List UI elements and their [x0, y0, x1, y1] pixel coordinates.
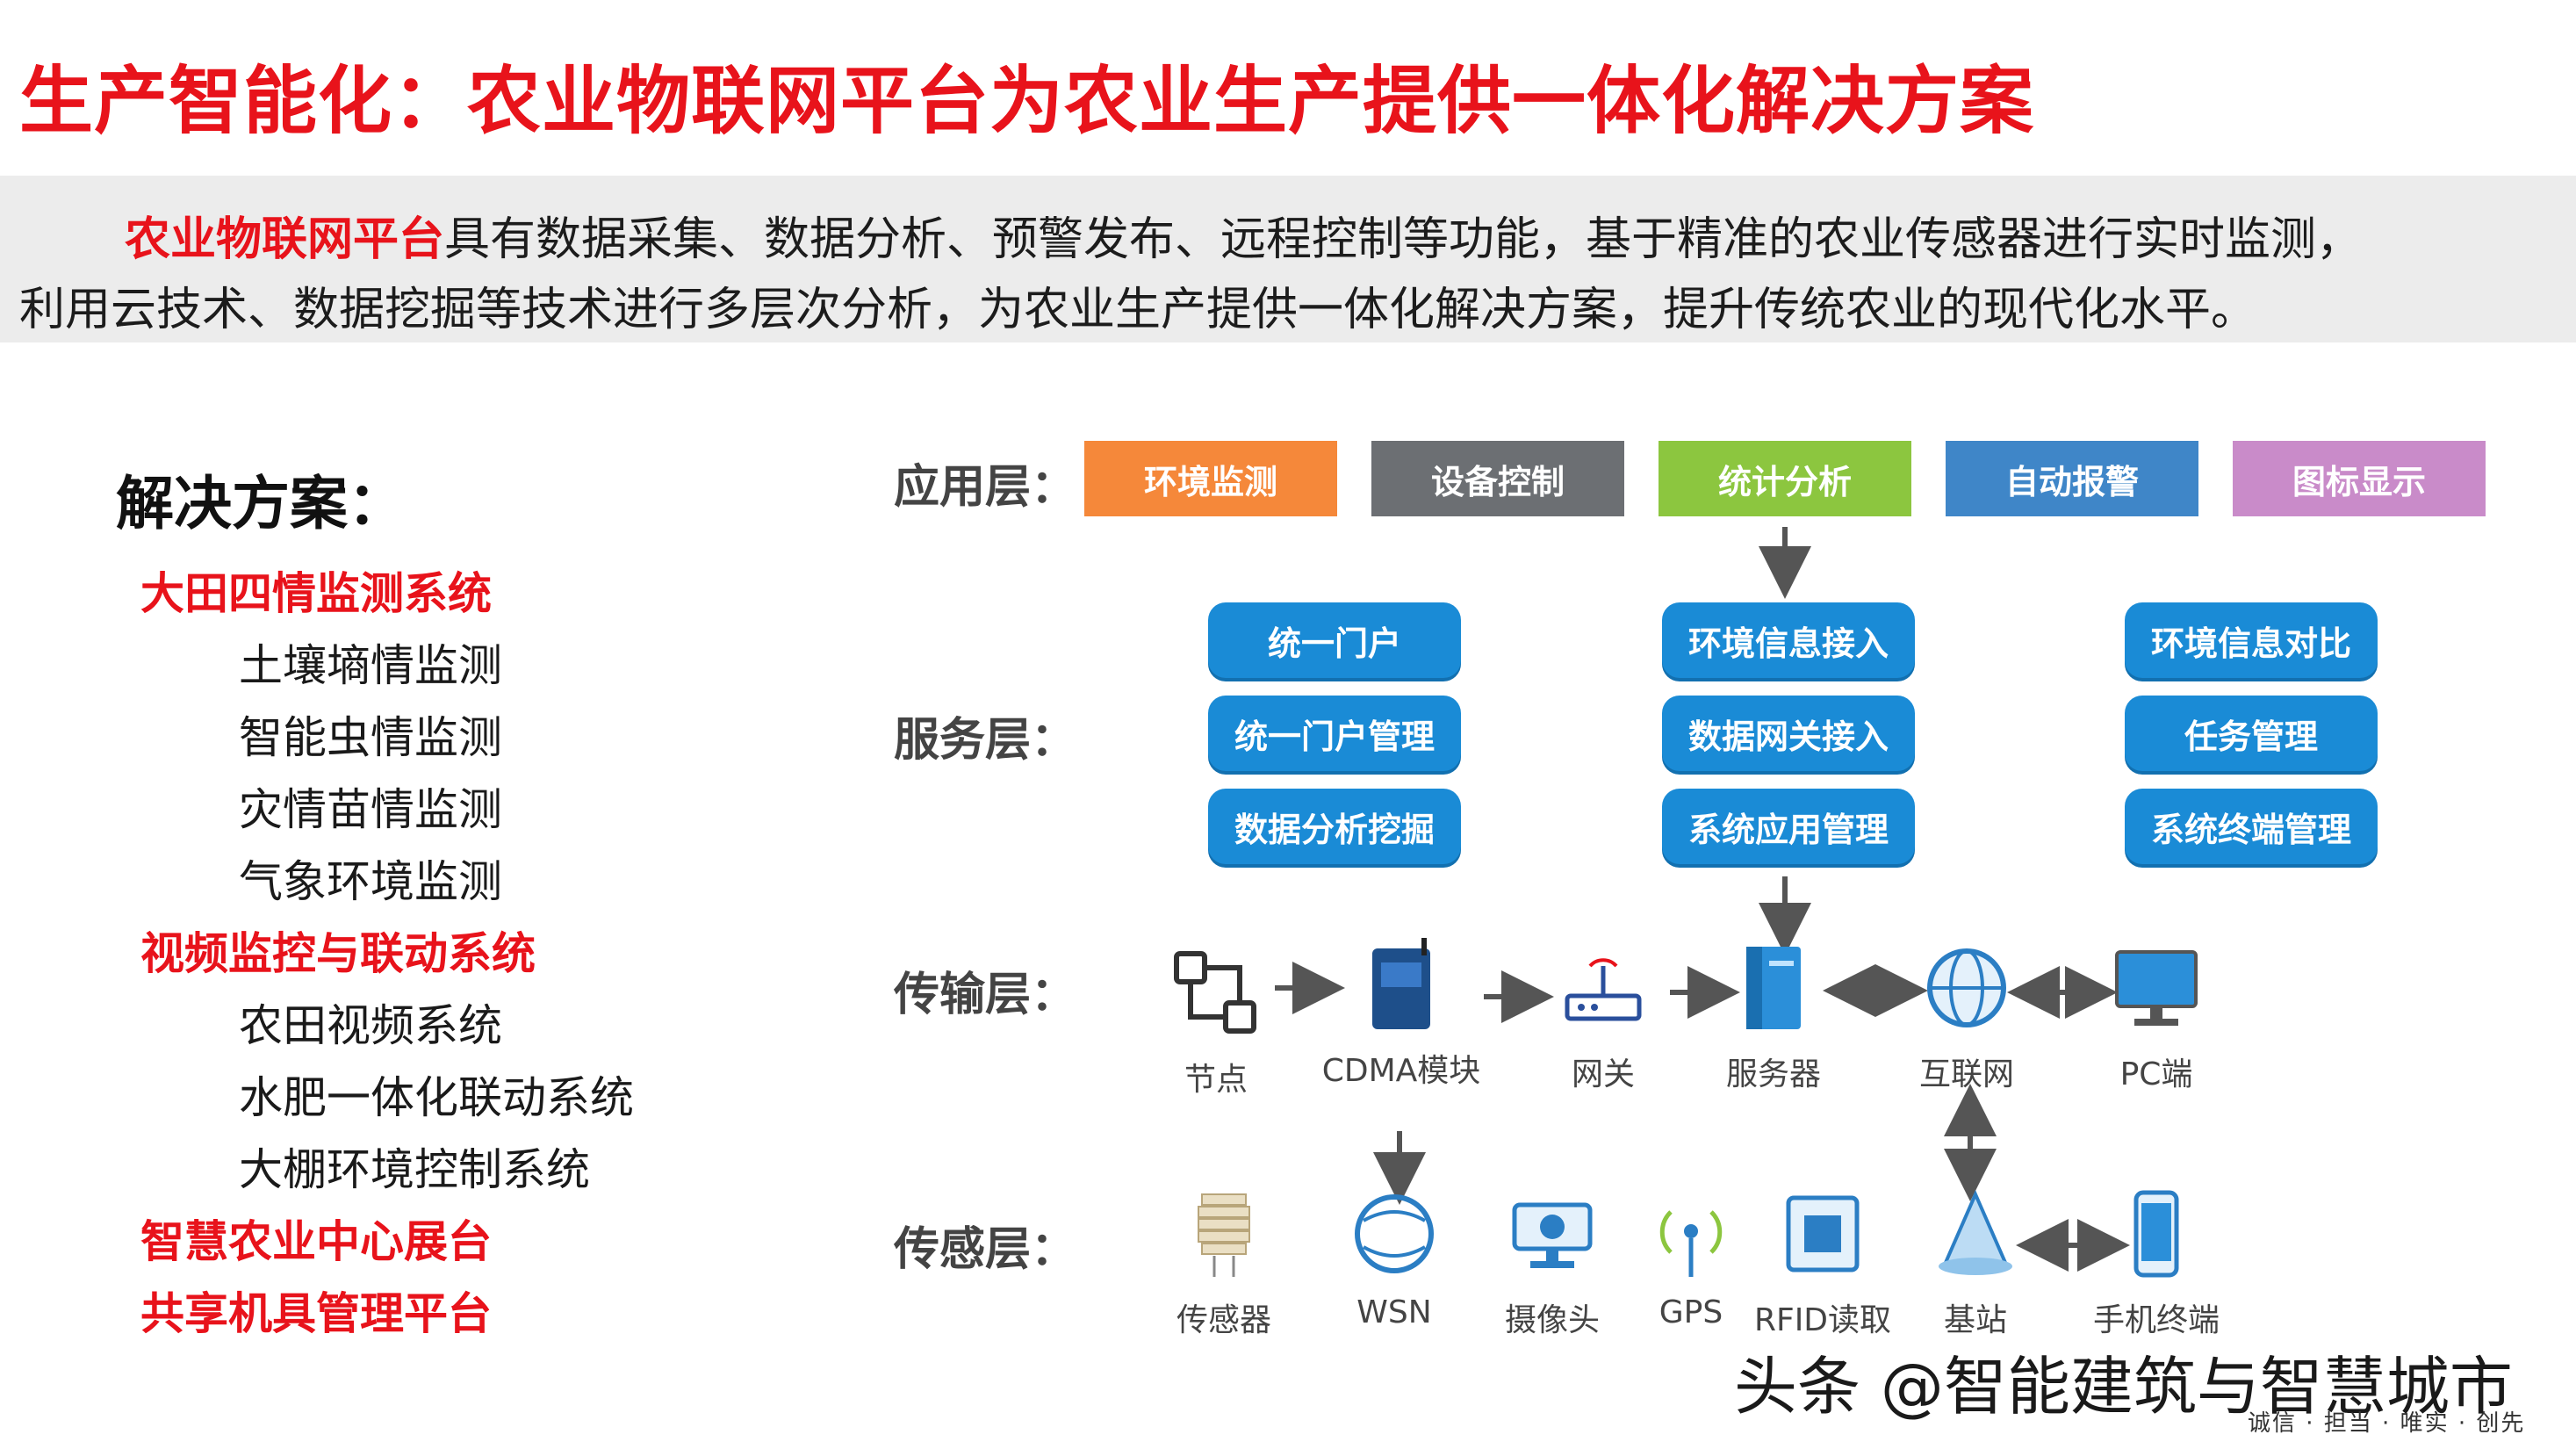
service-data-mining: 数据分析挖掘: [1208, 789, 1461, 864]
mobile-phone-icon: [2133, 1190, 2179, 1278]
server-icon: [1746, 947, 1801, 1029]
internet-label: 互联网: [1918, 1056, 2014, 1092]
intro-line-1-text: 具有数据采集、数据分析、预警发布、远程控制等功能，基于精准的农业传感器进行实时监…: [444, 213, 2363, 266]
node-topology-icon: [1174, 951, 1256, 1034]
pc-label: PC端: [2119, 1056, 2193, 1092]
transport-gateway: 网关: [1515, 940, 1691, 1094]
solution-item: 气象环境监测: [239, 856, 502, 907]
solution-group-title: 大田四情监测系统: [140, 568, 492, 619]
app-statistics: 统计分析: [1659, 441, 1911, 516]
transport-node: 节点: [1128, 945, 1304, 1099]
service-gateway-access: 数据网关接入: [1662, 696, 1915, 771]
sensing-camera: 摄像头: [1464, 1186, 1640, 1340]
layer-label-sensing: 传感层：: [894, 1223, 1077, 1276]
solutions-heading: 解决方案：: [116, 470, 406, 537]
sensing-basestation: 基站: [1888, 1186, 2063, 1340]
app-alarm: 自动报警: [1946, 441, 2198, 516]
transport-cdma: CDMA模块: [1313, 936, 1489, 1091]
solution-group-title: 共享机具管理平台: [140, 1288, 492, 1339]
service-env-access: 环境信息接入: [1662, 602, 1915, 678]
sensing-phone: 手机终端: [2069, 1186, 2244, 1340]
service-app-management: 系统应用管理: [1662, 789, 1915, 864]
gateway-router-icon: [1565, 958, 1642, 1021]
intro-banner: 农业物联网平台具有数据采集、数据分析、预警发布、远程控制等功能，基于精准的农业传…: [0, 176, 2576, 342]
base-station-icon: [1939, 1190, 2012, 1275]
pc-monitor-icon: [2115, 950, 2198, 1026]
solution-item: 大棚环境控制系统: [239, 1144, 590, 1195]
transport-internet: 互联网: [1879, 940, 2054, 1094]
wsn-globe-icon: [1355, 1194, 1434, 1273]
solution-item: 灾情苗情监测: [239, 784, 502, 835]
sensing-gps: GPS: [1603, 1186, 1779, 1330]
solution-item: 水肥一体化联动系统: [239, 1072, 634, 1123]
service-env-compare: 环境信息对比: [2125, 602, 2378, 678]
basestation-label: 基站: [1943, 1302, 2007, 1338]
service-unified-portal: 统一门户: [1208, 602, 1461, 678]
service-task-management: 任务管理: [2125, 696, 2378, 771]
solution-group-title: 视频监控与联动系统: [140, 928, 536, 979]
solution-item: 农田视频系统: [239, 1000, 502, 1051]
app-env-monitor: 环境监测: [1084, 441, 1337, 516]
phone-label: 手机终端: [2092, 1302, 2220, 1338]
page-title: 生产智能化：农业物联网平台为农业生产提供一体化解决方案: [19, 58, 2035, 144]
sensing-wsn: WSN: [1306, 1186, 1482, 1330]
gateway-label: 网关: [1571, 1056, 1635, 1092]
camera-icon: [1512, 1202, 1593, 1268]
intro-line-2: 利用云技术、数据挖掘等技术进行多层次分析，为农业生产提供一体化解决方案，提升传统…: [19, 284, 2257, 336]
app-device-control: 设备控制: [1371, 441, 1624, 516]
layer-label-application: 应用层：: [894, 461, 1077, 514]
intro-line-1: 农业物联网平台具有数据采集、数据分析、预警发布、远程控制等功能，基于精准的农业传…: [19, 202, 2362, 268]
transport-pc: PC端: [2069, 940, 2244, 1094]
solution-item: 智能虫情监测: [239, 712, 502, 763]
node-label: 节点: [1184, 1062, 1248, 1098]
watermark: 头条 @智能建筑与智慧城市: [1734, 1350, 2513, 1424]
sensing-sensor: 传感器: [1136, 1186, 1312, 1340]
weather-sensor-icon: [1198, 1193, 1250, 1277]
rfid-chip-icon: [1786, 1195, 1860, 1272]
app-chart-display: 图标显示: [2233, 441, 2486, 516]
gps-signal-icon: [1659, 1210, 1723, 1277]
watermark-slogan: 诚信 · 担当 · 唯实 · 创先: [2248, 1410, 2526, 1437]
layer-label-transport: 传输层：: [894, 969, 1077, 1021]
server-label: 服务器: [1725, 1056, 1821, 1092]
globe-icon: [1927, 948, 2006, 1027]
rfid-label: RFID读取: [1753, 1302, 1892, 1338]
solution-item: 土壤墒情监测: [239, 640, 502, 691]
service-terminal-management: 系统终端管理: [2125, 789, 2378, 864]
sensor-label: 传感器: [1176, 1302, 1271, 1338]
layer-label-service: 服务层：: [894, 714, 1077, 767]
sensing-rfid: RFID读取: [1735, 1186, 1910, 1340]
solution-group-title: 智慧农业中心展台: [140, 1216, 492, 1267]
cdma-label: CDMA模块: [1321, 1053, 1481, 1089]
cdma-module-icon: [1372, 938, 1430, 1029]
camera-label: 摄像头: [1504, 1302, 1600, 1338]
wsn-label: WSN: [1356, 1294, 1432, 1330]
transport-server: 服务器: [1686, 940, 1861, 1094]
intro-highlight: 农业物联网平台: [125, 213, 445, 266]
service-portal-management: 统一门户管理: [1208, 696, 1461, 771]
gps-label: GPS: [1659, 1294, 1723, 1330]
